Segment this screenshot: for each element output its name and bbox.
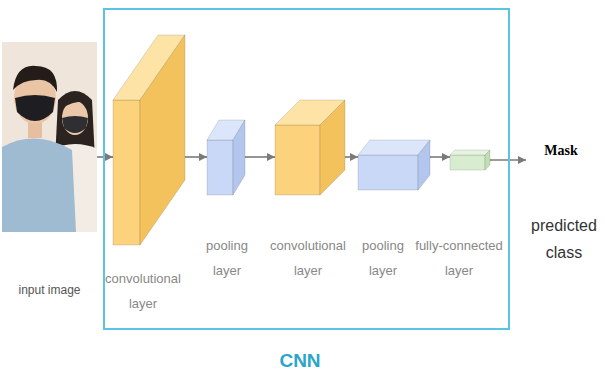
block-face <box>233 120 245 195</box>
input-image-frame: input image <box>2 42 97 232</box>
pooling-layer-block: pooling layer <box>207 120 245 195</box>
photo <box>2 42 97 232</box>
cnn-label: CNN <box>250 350 350 372</box>
block-face <box>275 125 320 195</box>
fc-layer-block: fully-connected layer <box>450 150 490 170</box>
flow-arrow <box>430 156 450 158</box>
block-shape <box>207 120 245 195</box>
input-label: input image <box>2 282 97 298</box>
output-arrow <box>490 159 526 161</box>
output-class-text: Mask <box>531 142 591 160</box>
conv-layer-block: convolutional layer <box>113 35 185 245</box>
block-face <box>320 100 345 195</box>
cnn-frame: CNNconvolutional layerpooling layerconvo… <box>103 8 510 330</box>
block-face <box>450 155 485 170</box>
block-shape <box>450 150 490 170</box>
block-face <box>450 150 490 155</box>
block-shape <box>358 140 430 190</box>
block-face <box>113 100 140 245</box>
flow-arrow <box>97 156 113 158</box>
output-caption: predicted class <box>526 212 602 266</box>
block-face <box>358 155 418 190</box>
block-face <box>358 140 430 155</box>
block-shape <box>275 100 345 195</box>
pooling-layer-block: pooling layer <box>358 140 430 190</box>
layer-label: pooling layer <box>348 233 418 283</box>
block-face <box>207 140 233 195</box>
block-face <box>140 35 185 245</box>
flow-arrow <box>245 156 275 158</box>
flow-arrow <box>185 156 207 158</box>
block-face <box>485 150 490 170</box>
block-face <box>418 140 430 190</box>
block-shape <box>113 35 185 245</box>
layer-label: convolutional layer <box>93 266 193 316</box>
layer-label: fully-connected layer <box>411 233 507 283</box>
flow-arrow <box>345 156 358 158</box>
conv-layer-block: convolutional layer <box>275 100 345 195</box>
layer-label: convolutional layer <box>258 233 358 283</box>
layer-label: pooling layer <box>192 233 262 283</box>
